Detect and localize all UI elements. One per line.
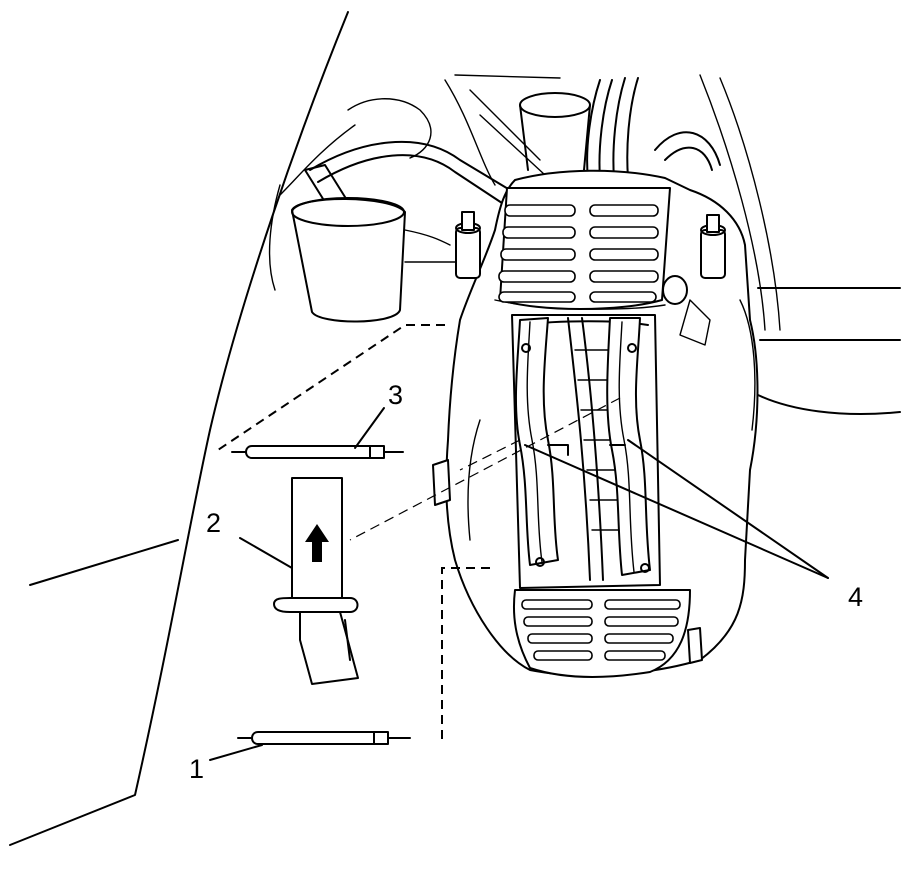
assembly-guide-lines (214, 324, 621, 740)
callout-1: 1 (189, 754, 204, 784)
brake-disc (567, 317, 625, 581)
callout-3: 3 (388, 380, 403, 410)
brake-caliper (432, 169, 759, 678)
up-arrow-icon (305, 524, 329, 562)
bottom-vent-slots (521, 599, 681, 661)
bleed-screws (432, 211, 726, 664)
leader-lines (209, 407, 829, 761)
fender-outline (9, 11, 349, 846)
suspension-background (268, 74, 901, 416)
callout-4: 4 (848, 582, 863, 612)
top-vent-slots (498, 204, 659, 303)
pad-retaining-tool (273, 477, 359, 685)
retaining-pin-lower (237, 731, 411, 745)
callout-2: 2 (206, 508, 221, 538)
brake-pads (514, 317, 651, 576)
retaining-pin-upper (231, 445, 404, 459)
